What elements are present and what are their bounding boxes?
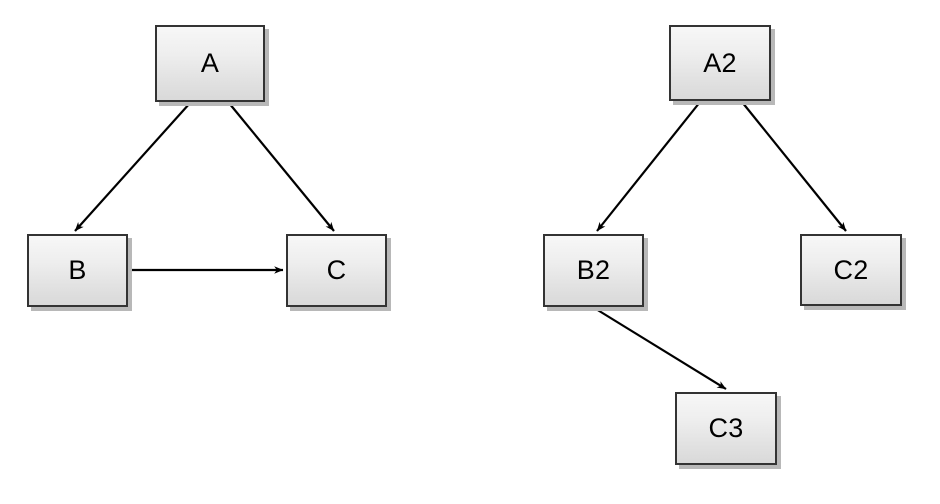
node-c[interactable]: C <box>286 234 387 307</box>
node-c3[interactable]: C3 <box>675 392 777 465</box>
edges-group <box>74 101 847 390</box>
node-c2[interactable]: C2 <box>800 234 902 306</box>
node-a[interactable]: A <box>155 25 265 102</box>
node-label-c2: C2 <box>833 254 869 285</box>
node-label-c: C <box>326 255 347 285</box>
node-label-b2: B2 <box>576 255 611 285</box>
edge-a2-to-c2 <box>741 101 847 232</box>
node-b[interactable]: B <box>27 234 128 307</box>
node-label-a2: A2 <box>703 47 737 78</box>
edge-a2-to-b2 <box>596 101 701 232</box>
node-label-b: B <box>68 255 87 285</box>
node-b2[interactable]: B2 <box>543 234 644 307</box>
node-a2[interactable]: A2 <box>669 25 771 101</box>
node-label-a: A <box>200 48 220 78</box>
node-label-c3: C3 <box>708 413 744 443</box>
edge-a-to-c <box>228 102 335 232</box>
edge-a-to-b <box>74 102 191 232</box>
edge-b2-to-c3 <box>595 308 727 390</box>
